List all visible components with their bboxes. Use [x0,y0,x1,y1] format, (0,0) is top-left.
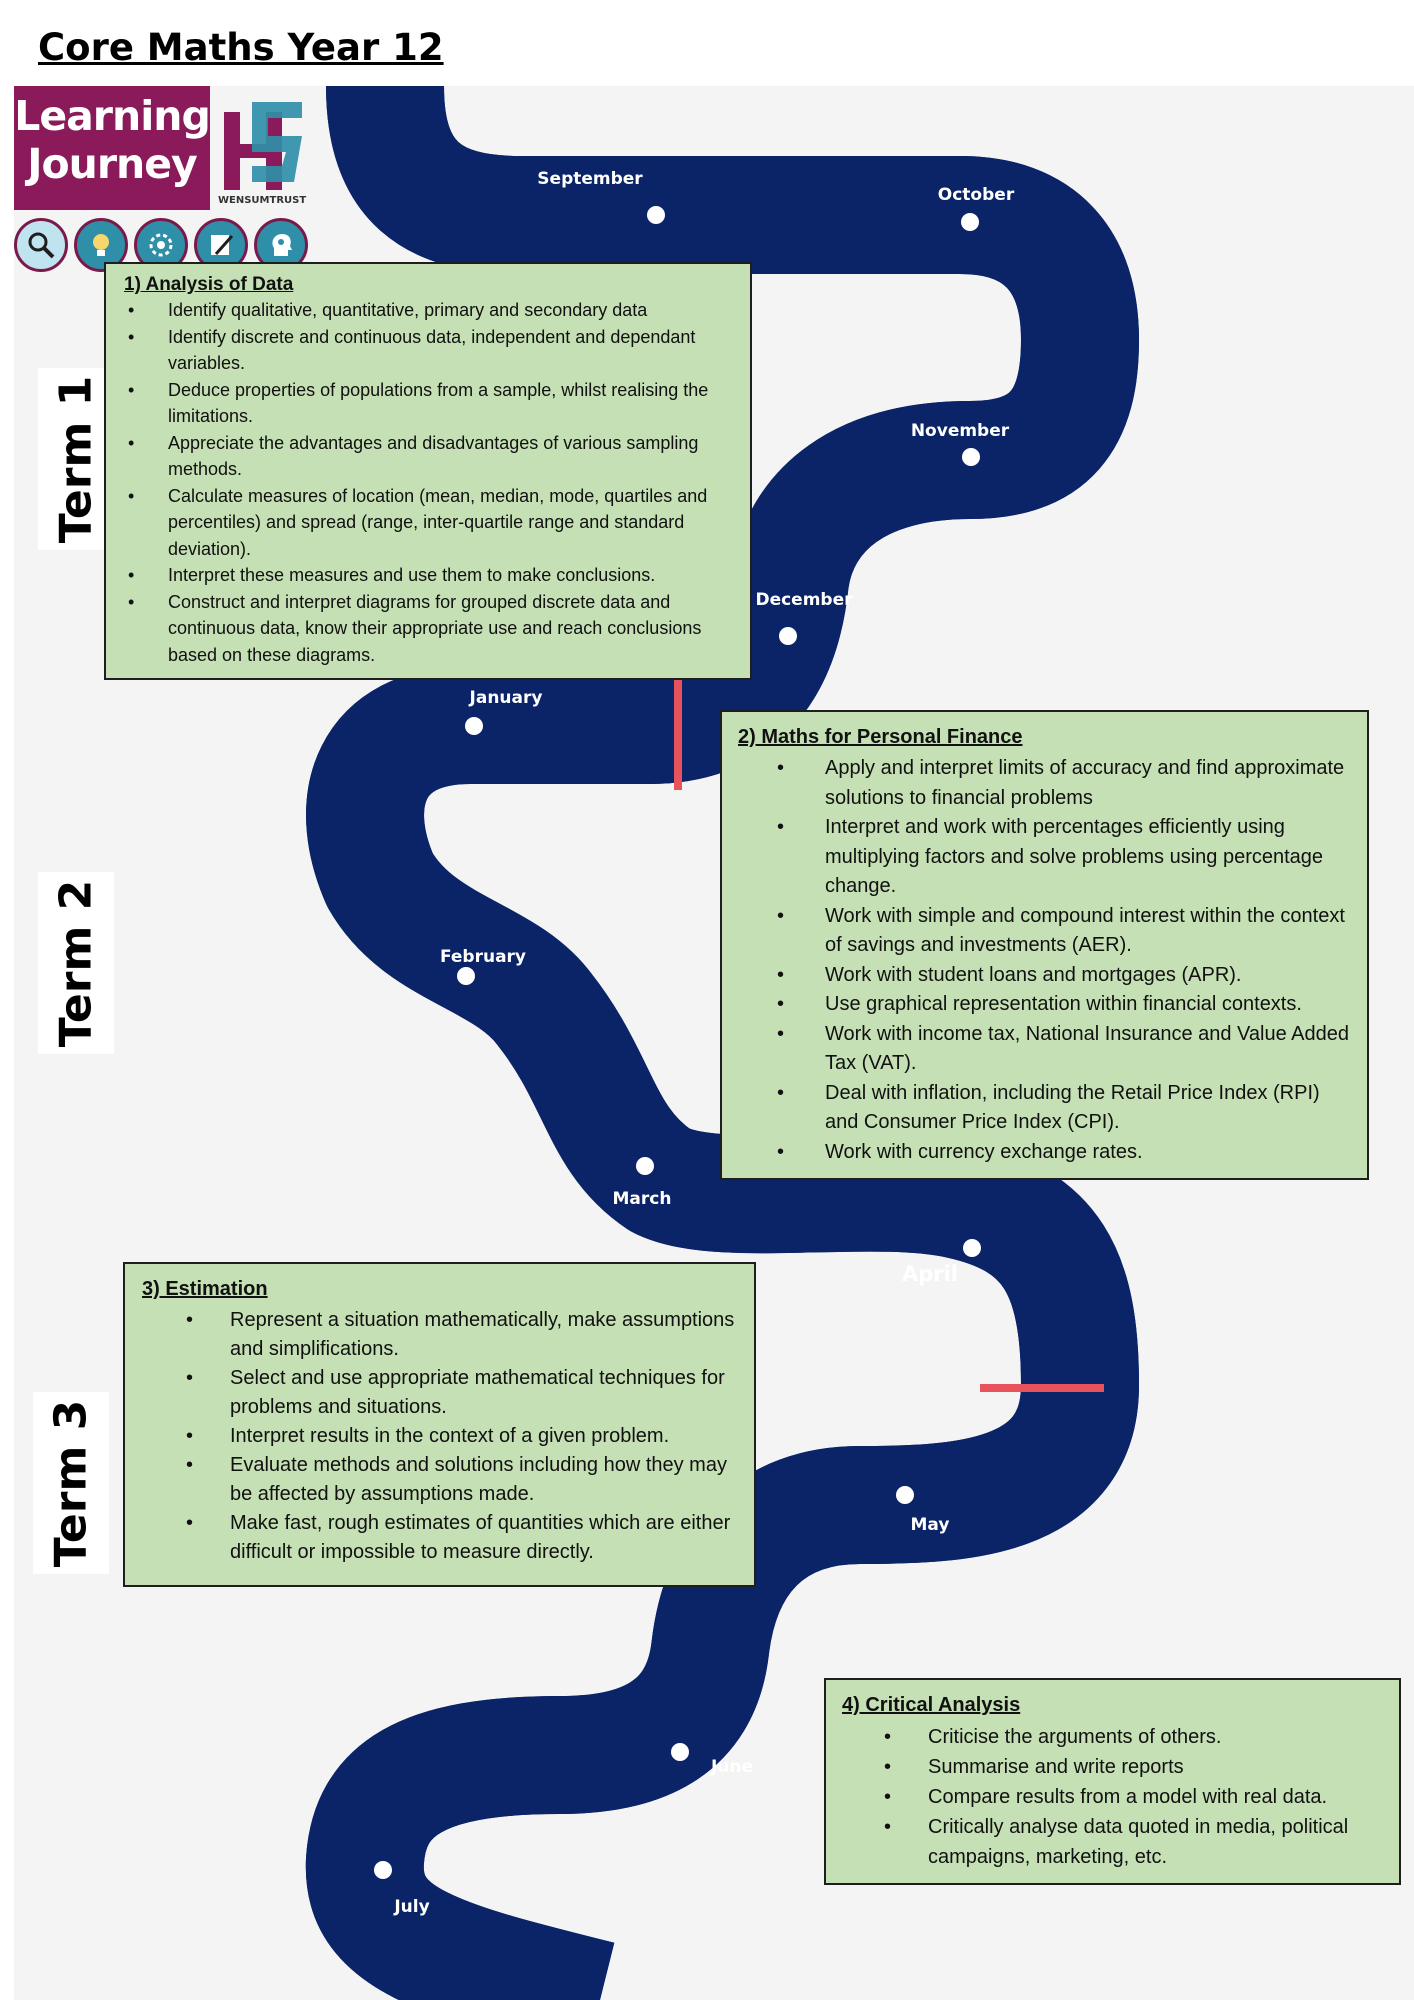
unit-4-point: Critically analyse data quoted in media,… [884,1812,1387,1872]
month-label-10: June [710,1757,753,1777]
month-label-11: July [393,1897,429,1917]
learning-journey-logo: Learning Journey [14,86,211,210]
unit-3-point: Interpret results in the context of a gi… [186,1422,740,1451]
unit-1-heading: 1) Analysis of Data [124,274,294,295]
month-stop-3 [962,448,980,466]
unit-2-point: Work with currency exchange rates. [777,1138,1353,1168]
unit-3-point: Evaluate methods and solutions including… [186,1451,740,1509]
month-stops [374,206,981,1879]
month-labels: SeptemberOctoberNovemberDecemberJanuaryF… [393,169,1014,1917]
unit-1-point: Interpret these measures and use them to… [128,562,736,589]
logo-line-1: Learning [14,92,211,140]
month-label-9: May [911,1515,950,1535]
trust-name: WENSUMTRUST [218,195,307,206]
month-label-2: October [938,185,1015,205]
unit-1-point: Identify qualitative, quantitative, prim… [128,297,736,324]
month-stop-7 [636,1157,654,1175]
month-stop-5 [465,717,483,735]
unit-2-point: Work with simple and compound interest w… [777,902,1353,961]
month-label-3: November [911,421,1010,441]
month-label-5: January [469,688,543,708]
month-stop-6 [457,967,475,985]
unit-2-point: Work with student loans and mortgages (A… [777,961,1353,991]
logo-line-2: Journey [27,140,198,188]
term-2-label: Term 2 [38,872,114,1054]
unit-1-point: Identify discrete and continuous data, i… [128,324,736,377]
unit-3-point: Represent a situation mathematically, ma… [186,1306,740,1364]
month-stop-10 [671,1743,689,1761]
unit-4-heading: 4) Critical Analysis [842,1694,1021,1716]
month-label-8: April [902,1262,958,1286]
unit-4-point: Compare results from a model with real d… [884,1782,1387,1812]
unit-2-heading: 2) Maths for Personal Finance [738,726,1023,748]
month-label-4: December [755,590,853,610]
unit-4-box: 4) Critical Analysis Criticise the argum… [824,1678,1401,1885]
month-label-7: March [613,1189,672,1209]
unit-2-points: Apply and interpret limits of accuracy a… [777,754,1353,1168]
unit-3-points: Represent a situation mathematically, ma… [186,1306,740,1567]
page-title: Core Maths Year 12 [38,26,444,69]
unit-2-box: 2) Maths for Personal Finance Apply and … [720,710,1369,1180]
month-label-1: September [537,169,643,189]
trust-mark-icon [224,102,302,190]
unit-4-points: Criticise the arguments of others. Summa… [884,1722,1387,1872]
magnifier-icon [14,218,68,272]
unit-2-point: Work with income tax, National Insurance… [777,1020,1353,1079]
unit-4-point: Summarise and write reports [884,1752,1387,1782]
unit-2-point: Use graphical representation within fina… [777,990,1353,1020]
unit-3-heading: 3) Estimation [142,1278,268,1300]
unit-1-point: Appreciate the advantages and disadvanta… [128,430,736,483]
month-stop-9 [896,1486,914,1504]
unit-1-point: Deduce properties of populations from a … [128,377,736,430]
month-stop-11 [374,1861,392,1879]
term-3-label: Term 3 [33,1392,109,1574]
month-stop-1 [647,206,665,224]
unit-3-box: 3) Estimation Represent a situation math… [123,1262,756,1587]
unit-3-point: Select and use appropriate mathematical … [186,1364,740,1422]
unit-3-point: Make fast, rough estimates of quantities… [186,1509,740,1567]
month-stop-4 [779,627,797,645]
unit-1-point: Calculate measures of location (mean, me… [128,483,736,563]
month-label-6: February [440,947,526,967]
unit-2-point: Apply and interpret limits of accuracy a… [777,754,1353,813]
unit-1-points: Identify qualitative, quantitative, prim… [128,297,736,669]
trust-logo: WENSUMTRUST [218,98,314,212]
unit-1-box: 1) Analysis of Data Identify qualitative… [104,262,752,680]
unit-4-point: Criticise the arguments of others. [884,1722,1387,1752]
month-stop-2 [961,213,979,231]
unit-1-point: Construct and interpret diagrams for gro… [128,589,736,669]
unit-2-point: Interpret and work with percentages effi… [777,813,1353,902]
month-stop-8 [963,1239,981,1257]
unit-2-point: Deal with inflation, including the Retai… [777,1079,1353,1138]
term-1-label: Term 1 [38,368,114,550]
